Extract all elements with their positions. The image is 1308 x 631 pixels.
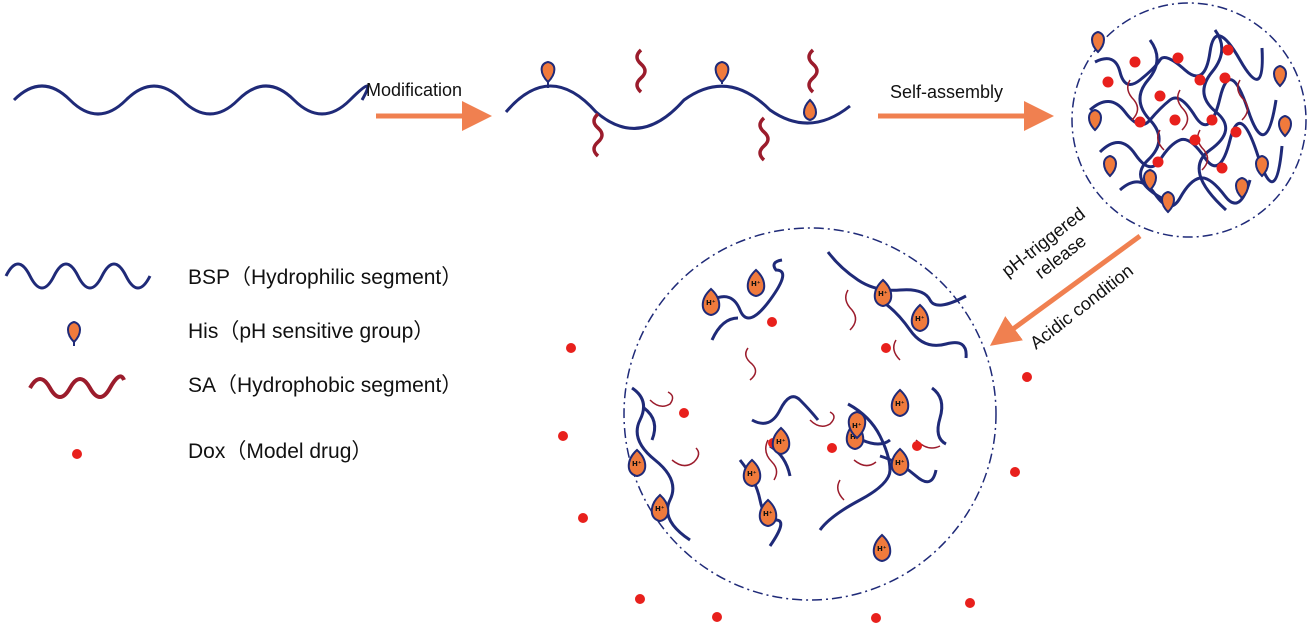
legend-bsp-swatch xyxy=(4,262,152,290)
legend-bsp-label: BSP（Hydrophilic segment） xyxy=(188,266,462,289)
legend-his-label: His（pH sensitive group） xyxy=(188,320,434,343)
his-protonated-1: H⁺ xyxy=(746,268,766,298)
legend-sa-label: SA（Hydrophobic segment） xyxy=(188,374,462,397)
h-plus-label: H⁺ xyxy=(915,315,925,323)
h-plus-label: H⁺ xyxy=(776,438,786,446)
released-dox xyxy=(558,343,1032,623)
his-protonated-9: H⁺ xyxy=(890,447,910,477)
self-assembly-label: Self-assembly xyxy=(890,82,1003,102)
protonated-his-group: H⁺ H⁺ H⁺ H⁺ H⁺ H⁺ H⁺ H⁺ xyxy=(627,268,930,563)
his-protonated-8: H⁺ xyxy=(847,410,867,440)
bsp-chain-plain xyxy=(12,84,370,116)
h-plus-label: H⁺ xyxy=(706,299,716,307)
micelle-assembled xyxy=(1071,2,1307,238)
his-protonated-5: H⁺ xyxy=(771,426,791,456)
his-protonated-14: H⁺ xyxy=(872,533,892,563)
legend-dox-swatch xyxy=(72,449,82,459)
h-plus-label: H⁺ xyxy=(751,280,761,288)
his-protonated-10: H⁺ xyxy=(742,458,762,488)
h-plus-label: H⁺ xyxy=(878,290,888,298)
modification-label: Modification xyxy=(366,80,462,100)
h-plus-label: H⁺ xyxy=(763,510,773,518)
his-protonated-7: H⁺ xyxy=(890,388,910,418)
his-protonated-4: H⁺ xyxy=(910,303,930,333)
legend-dox-label: Dox（Model drug） xyxy=(188,440,372,463)
legend-his-swatch xyxy=(67,320,81,346)
his-protonated-2: H⁺ xyxy=(701,287,721,317)
his-protonated-12: H⁺ xyxy=(627,448,647,478)
h-plus-label: H⁺ xyxy=(655,505,665,513)
micelle-released xyxy=(623,227,997,601)
modified-chain xyxy=(504,48,851,162)
release-label: pH-triggered release xyxy=(998,203,1090,282)
h-plus-label: H⁺ xyxy=(877,545,887,553)
his-protonated-11: H⁺ xyxy=(758,498,778,528)
legend-sa-swatch xyxy=(28,374,126,399)
h-plus-label: H⁺ xyxy=(747,470,757,478)
h-plus-label: H⁺ xyxy=(895,400,905,408)
his-protonated-13: H⁺ xyxy=(650,493,670,523)
his-protonated-3: H⁺ xyxy=(873,278,893,308)
h-plus-label: H⁺ xyxy=(632,460,642,468)
release-arrow xyxy=(989,233,1142,346)
h-plus-label: H⁺ xyxy=(895,459,905,467)
legend: BSP（Hydrophilic segment） His（pH sensitiv… xyxy=(4,262,462,463)
h-plus-label: H⁺ xyxy=(852,422,862,430)
